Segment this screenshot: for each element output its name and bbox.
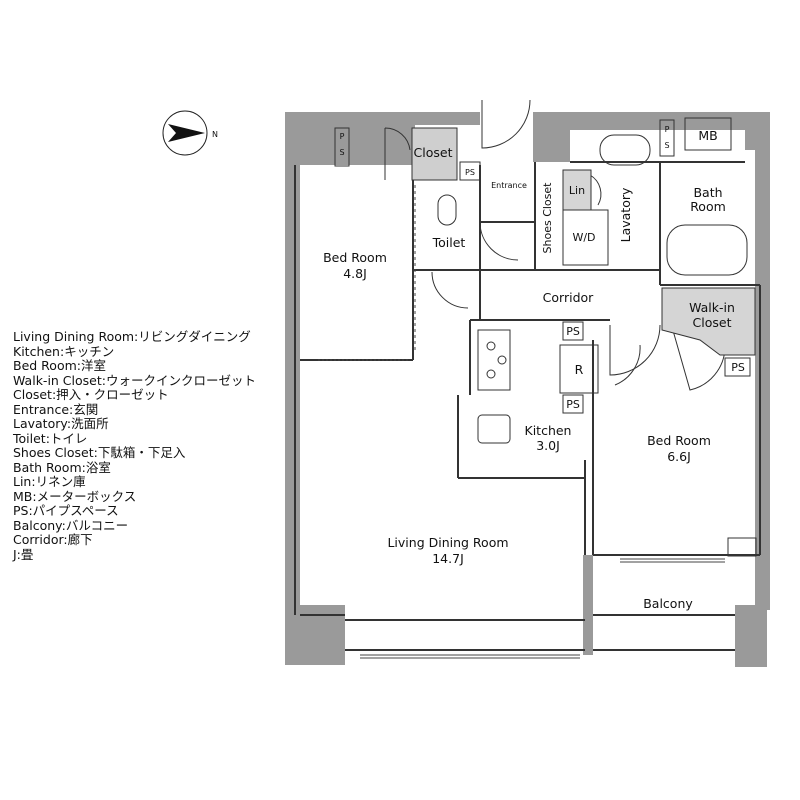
ps-box-top xyxy=(659,119,675,157)
ps-kitchen-top-label: PS xyxy=(566,325,580,338)
bath-room-label-line1: Bath xyxy=(693,185,722,200)
walk-in-closet-area xyxy=(661,287,756,356)
ps-box-kitchen-bottom xyxy=(562,394,584,414)
structural-walls xyxy=(285,112,770,667)
compass: N xyxy=(162,110,218,156)
ps-box-left xyxy=(334,127,350,167)
lin-label: Lin xyxy=(569,184,585,197)
legend-line: Lin:リネン庫 xyxy=(13,474,86,489)
mb-label: MB xyxy=(698,128,717,143)
ps-kitchen-bottom-label: PS xyxy=(566,398,580,411)
ps-walkin-label: PS xyxy=(731,361,745,374)
bath-room-label-line2: Room xyxy=(690,199,726,214)
bed-room-1-size: 4.8J xyxy=(343,266,367,281)
bathtub-icon xyxy=(666,224,748,276)
mb-box xyxy=(684,117,732,151)
walk-in-closet-label-line1: Walk-in xyxy=(689,300,735,315)
living-dining-name: Living Dining Room xyxy=(387,535,508,550)
toilet-label: Toilet xyxy=(432,235,466,250)
kitchen-size: 3.0J xyxy=(536,438,560,453)
legend-line: MB:メーターボックス xyxy=(13,489,136,504)
sink-icon xyxy=(599,134,651,166)
corridor-label: Corridor xyxy=(543,290,594,305)
legend-line: Lavatory:洗面所 xyxy=(13,416,109,431)
living-dining-size: 14.7J xyxy=(432,551,464,566)
compass-circle xyxy=(162,110,208,156)
entrance-label: Entrance xyxy=(491,181,527,190)
legend-line: Entrance:玄関 xyxy=(13,402,98,417)
burner-icon xyxy=(486,369,496,379)
burner-icon xyxy=(486,341,496,351)
balcony-label: Balcony xyxy=(643,596,693,611)
column-bottom-right xyxy=(735,605,767,667)
legend-line: Toilet:トイレ xyxy=(12,431,87,446)
wall-balcony-left xyxy=(583,555,593,655)
ps-top-s: S xyxy=(664,141,669,150)
toilet-bowl-icon xyxy=(437,194,457,226)
shoes-closet-label: Shoes Closet xyxy=(541,182,554,254)
compass-north-letter: N xyxy=(212,130,218,139)
bed-room-1-name: Bed Room xyxy=(323,250,387,265)
ps-left-p: P xyxy=(340,132,345,141)
walk-in-closet-label-line2: Closet xyxy=(693,315,732,330)
ps-left-s: S xyxy=(339,148,344,157)
column-top-middle xyxy=(533,112,570,162)
stove-icon xyxy=(477,329,511,391)
fridge-box xyxy=(559,344,599,394)
closet-label: Closet xyxy=(414,145,453,160)
interior-walls xyxy=(294,161,761,651)
legend-line: Corridor:廊下 xyxy=(13,532,93,547)
legend-line: Bed Room:洋室 xyxy=(13,358,106,373)
wall-top-right xyxy=(570,112,770,150)
fixtures xyxy=(334,117,757,557)
washer-box xyxy=(562,209,609,266)
legend-line: Closet:押入・クローゼット xyxy=(13,387,169,402)
bed-room-2-name: Bed Room xyxy=(647,433,711,448)
linen-area xyxy=(562,169,592,211)
wall-right xyxy=(755,150,770,610)
legend-line: Living Dining Room:リビングダイニング xyxy=(13,329,251,344)
burner-icon xyxy=(497,355,507,365)
kitchen-name: Kitchen xyxy=(525,423,572,438)
legend-line: PS:パイプスペース xyxy=(13,503,119,518)
ps-box-walkin xyxy=(724,357,751,377)
ps-box-kitchen-top xyxy=(562,321,584,341)
fridge-label: R xyxy=(575,362,584,377)
legend-line: Balcony:バルコニー xyxy=(13,518,128,533)
ps-box-bedroom xyxy=(727,537,757,557)
legend-line: Walk-in Closet:ウォークインクローゼット xyxy=(13,373,256,388)
kitchen-sink-icon xyxy=(477,414,511,444)
ps-box-entrance xyxy=(459,161,481,181)
ps-top-p: P xyxy=(665,125,670,134)
bed-room-2-size: 6.6J xyxy=(667,449,691,464)
ps-entrance-label: PS xyxy=(465,168,475,177)
legend: Living Dining Room:リビングダイニング Kitchen:キッチ… xyxy=(12,329,256,562)
closet-area xyxy=(411,127,458,181)
legend-line: J:畳 xyxy=(12,547,33,562)
wd-label: W/D xyxy=(572,231,595,244)
legend-line: Bath Room:浴室 xyxy=(13,460,111,475)
legend-line: Shoes Closet:下駄箱・下足入 xyxy=(13,445,186,460)
legend-line: Kitchen:キッチン xyxy=(13,344,114,359)
north-arrow-icon xyxy=(168,124,205,142)
lavatory-label: Lavatory xyxy=(618,187,633,242)
